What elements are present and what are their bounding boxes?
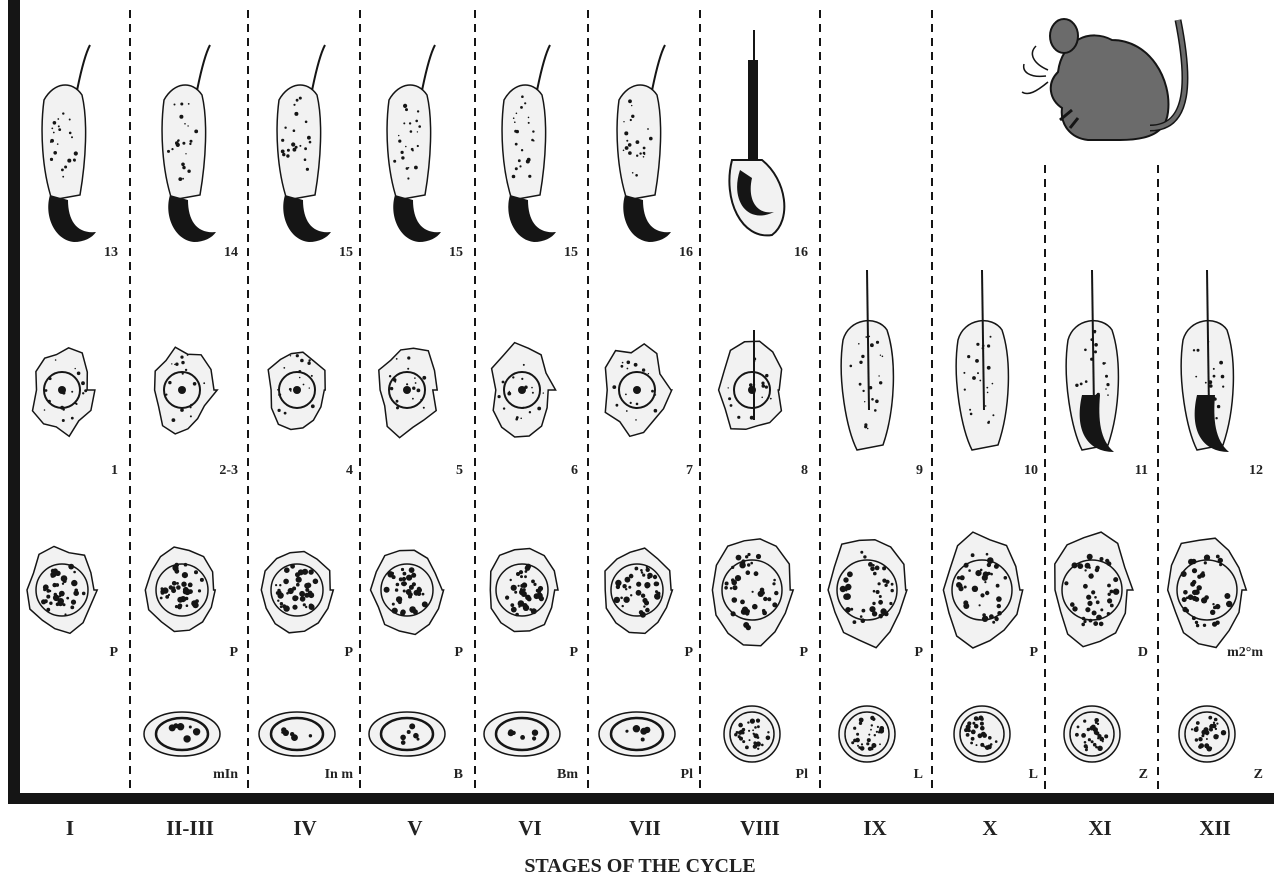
cell-label: P [344, 645, 353, 660]
elongated-spermatid [617, 45, 671, 242]
stage-label: VII [629, 816, 661, 840]
cell-label: 11 [1135, 463, 1148, 478]
stage-label: V [407, 816, 422, 840]
stage-label: X [982, 816, 997, 840]
cell-label: 4 [346, 463, 353, 478]
left-border [8, 0, 20, 804]
spermatocyte [27, 546, 97, 633]
early-germ-cell [724, 706, 780, 762]
stage-label: XI [1088, 816, 1111, 840]
axis-title: STAGES OF THE CYCLE [524, 855, 755, 877]
spermatid [841, 270, 893, 450]
cell-label: P [799, 645, 808, 660]
cell-label: 15 [449, 245, 463, 260]
cell-label: Z [1139, 767, 1148, 782]
cell-label: 8 [801, 463, 808, 478]
spermatocyte [371, 550, 444, 634]
elongated-spermatid [502, 45, 556, 242]
spermatid [33, 348, 95, 437]
early-germ-cell [839, 706, 895, 762]
cell-label: P [229, 645, 238, 660]
stage-label: I [66, 816, 74, 840]
spermatocyte [490, 549, 558, 632]
cell-label: L [1029, 767, 1038, 782]
cell-label: P [914, 645, 923, 660]
cell-label: D [1138, 645, 1148, 660]
cell-label: In m [325, 767, 354, 782]
spermatocyte [943, 532, 1022, 648]
cell-label: 10 [1024, 463, 1038, 478]
bottom-border [8, 793, 1274, 804]
early-germ-cell [1179, 706, 1235, 762]
elongated-spermatid [42, 45, 96, 242]
early-germ-cell [484, 712, 560, 756]
cell-label: 1 [111, 463, 118, 478]
spermatid [155, 347, 218, 434]
cell-label: L [914, 767, 923, 782]
spermatid [268, 352, 325, 429]
cell-label: 2-3 [219, 463, 238, 478]
cell-label: Pl [681, 767, 694, 782]
spermatid [956, 270, 1008, 450]
cell-label: Z [1254, 767, 1263, 782]
early-germ-cell [954, 706, 1010, 762]
spermatid [1181, 270, 1233, 452]
spermatocyte [605, 548, 672, 633]
cell-label: P [109, 645, 118, 660]
cell-label: 5 [456, 463, 463, 478]
cell-label: Bm [557, 767, 578, 782]
elongated-spermatid [387, 45, 441, 242]
spermatocyte [828, 540, 907, 648]
stage-labels: I II-III IV V VI VII VIII IX X XI XII [66, 816, 1231, 840]
cell-label: P [569, 645, 578, 660]
spermatid [719, 330, 782, 429]
spermatid [492, 343, 556, 437]
stage-label: IV [293, 816, 316, 840]
spermatocyte [261, 552, 333, 633]
spermatid [605, 344, 672, 436]
stage-label: VI [518, 816, 541, 840]
cell-label: Pl [796, 767, 809, 782]
cell-label: 14 [224, 245, 238, 260]
early-germ-cell [144, 712, 220, 756]
stage-label: IX [863, 816, 886, 840]
mouse-ear [1050, 19, 1078, 53]
cell-label: m2°m [1227, 645, 1263, 660]
cell-label: B [454, 767, 463, 782]
cell-label: 9 [916, 463, 923, 478]
elongated-spermatid [277, 45, 331, 242]
spermatid [379, 348, 437, 438]
mouse-whiskers [1022, 46, 1048, 94]
cell-label: 16 [794, 245, 808, 260]
cell-label: 12 [1249, 463, 1263, 478]
spermatocyte [1055, 532, 1133, 647]
stage-label: II-III [166, 816, 214, 840]
cell-label: 15 [564, 245, 578, 260]
early-germ-cell [599, 712, 675, 756]
elongated-spermatid [162, 45, 216, 242]
spermatocyte [145, 547, 215, 632]
spermatid [1066, 270, 1118, 452]
cell-label: 16 [679, 245, 693, 260]
cell-label: P [454, 645, 463, 660]
spermatocyte [1168, 538, 1247, 647]
early-germ-cell [259, 712, 335, 756]
cell-label: P [684, 645, 693, 660]
cell-label: 15 [339, 245, 353, 260]
mouse-icon [1022, 19, 1185, 140]
cell-label: P [1029, 645, 1038, 660]
cell-drawings [27, 30, 1246, 762]
spermatocyte [712, 539, 793, 646]
cell-label: mIn [213, 767, 238, 782]
early-germ-cell [369, 712, 445, 756]
stage-label: VIII [740, 816, 780, 840]
early-germ-cell [1064, 706, 1120, 762]
cell-label: 7 [686, 463, 693, 478]
stage-label: XII [1199, 816, 1231, 840]
cell-label: 13 [104, 245, 118, 260]
cell-label: 6 [571, 463, 578, 478]
elongated-spermatid [729, 30, 784, 235]
